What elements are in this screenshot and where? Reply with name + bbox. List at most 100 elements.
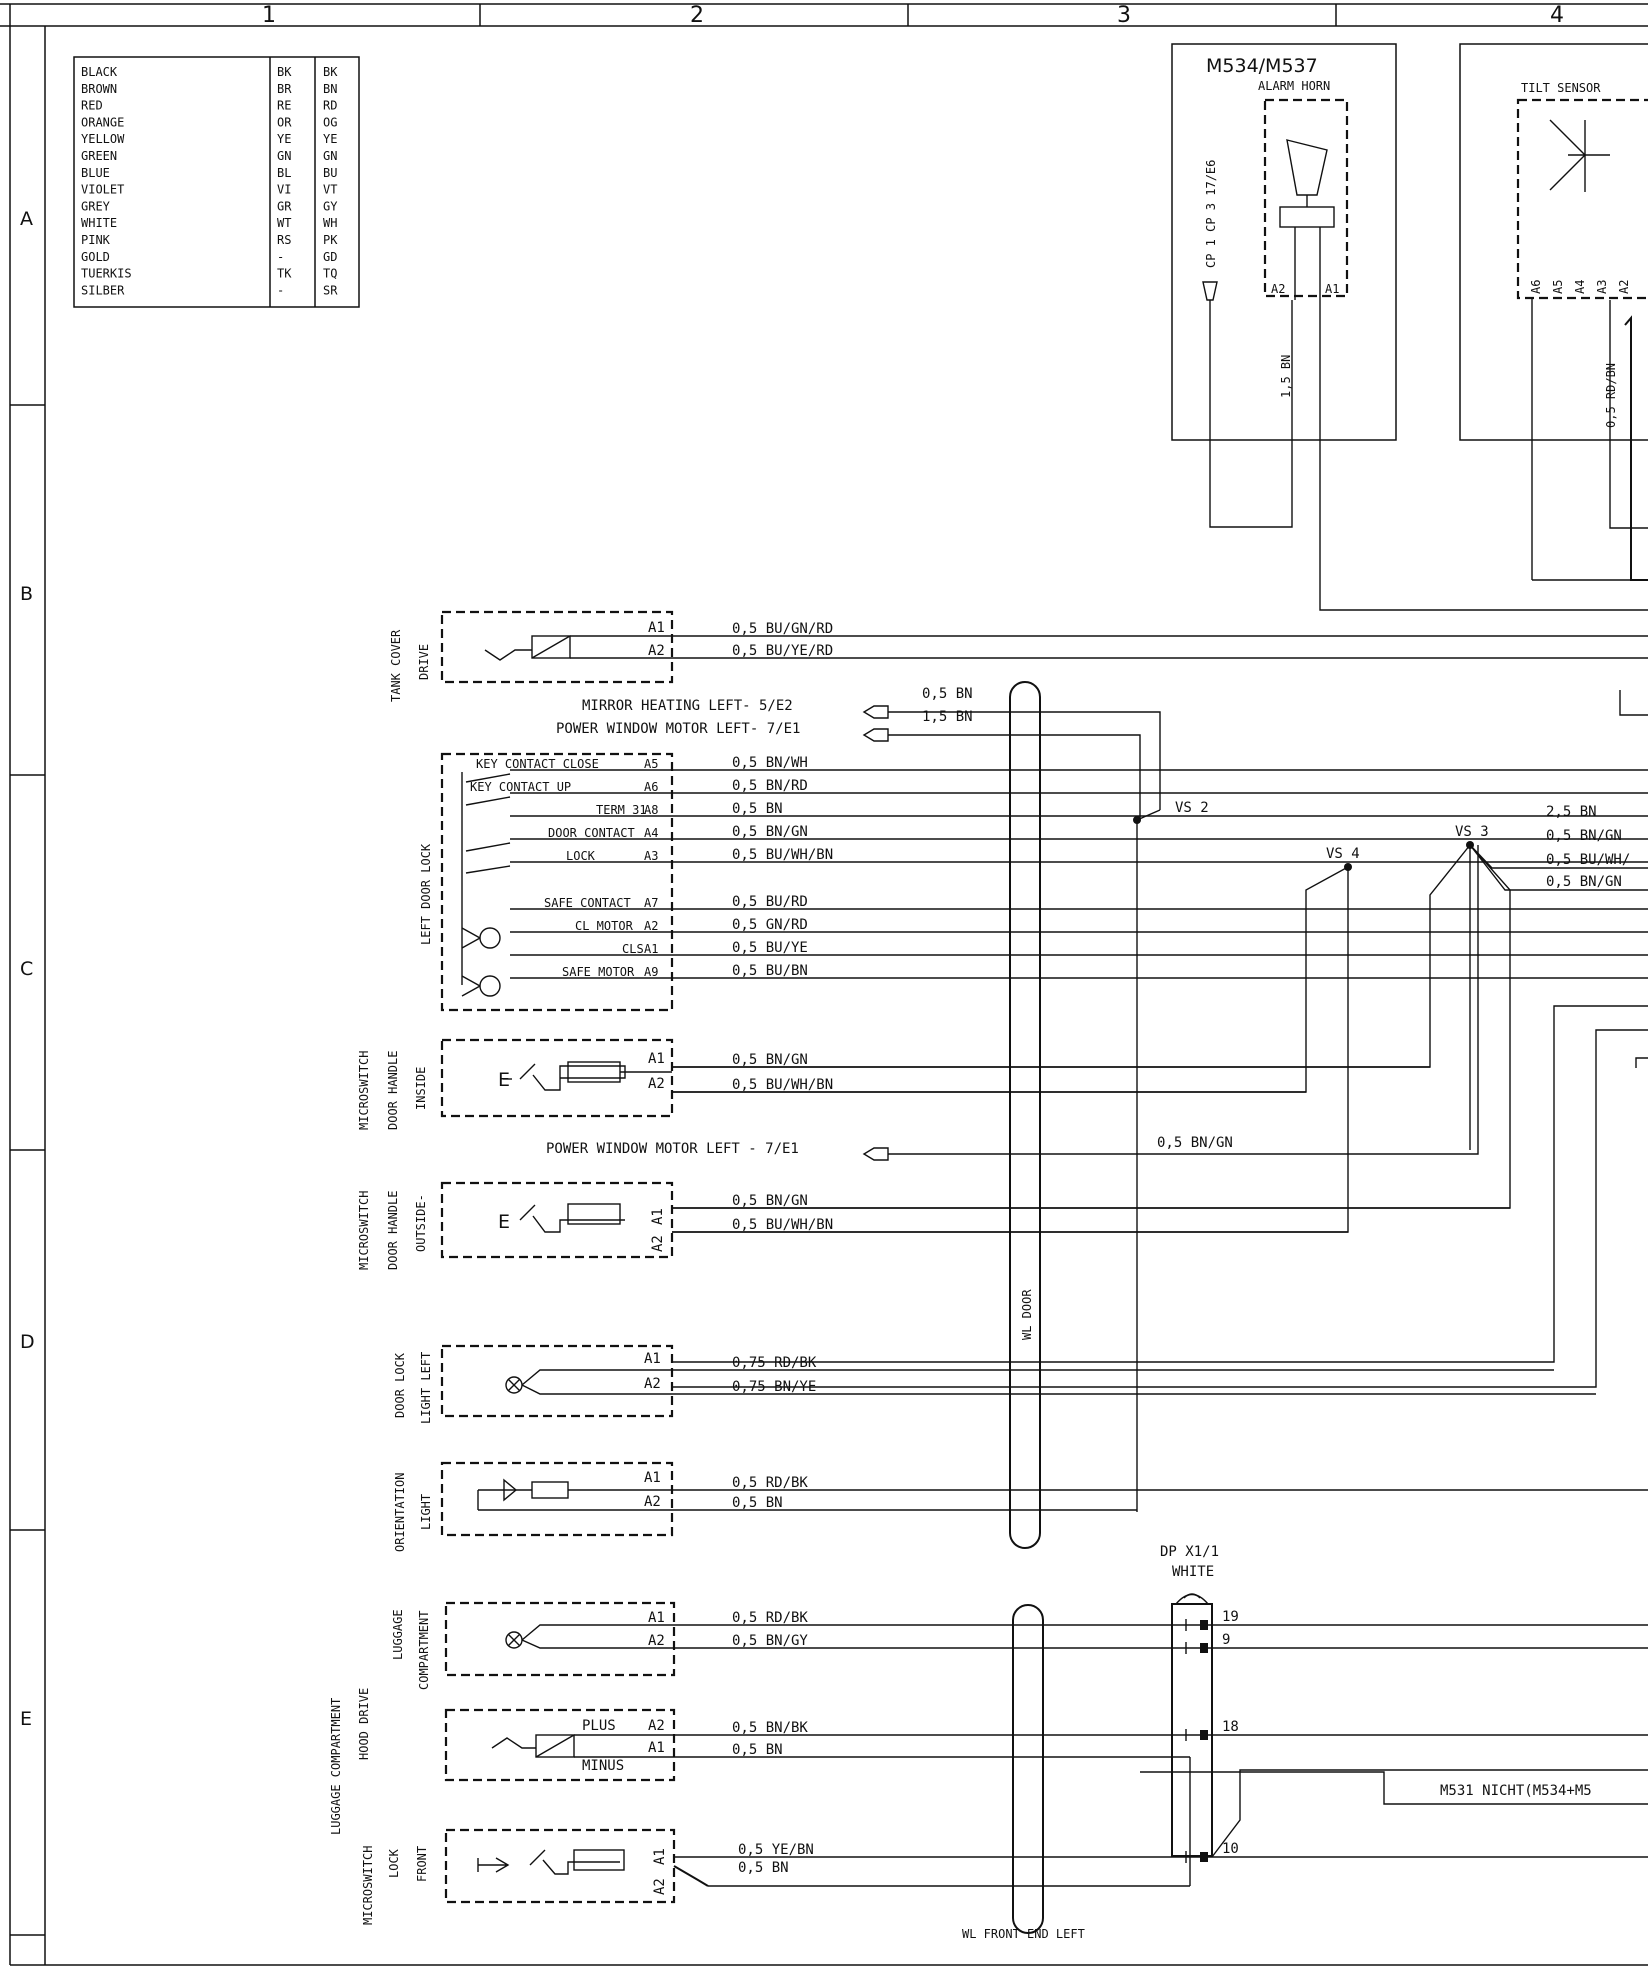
ms-outside-pin-a2: A2 — [650, 1235, 666, 1252]
doorlock-pin: A5 — [644, 757, 658, 771]
grid-col-4: 4 — [1550, 3, 1564, 28]
ms-inside-label-3: INSIDE — [414, 1067, 428, 1110]
luggage-wire-label: 0,5 BN/GY — [732, 1633, 808, 1649]
hood-wire-label: 0,5 BN/BK — [732, 1720, 808, 1736]
splice-vs3-label: VS 3 — [1455, 824, 1489, 840]
ms-front-pin-a2: A2 — [652, 1878, 668, 1895]
legend-code-de: YE — [277, 132, 291, 146]
ms-inside-label-1: MICROSWITCH — [357, 1051, 371, 1130]
hood-pin-a1: A1 — [648, 1740, 665, 1756]
dp-pin-contact — [1185, 1729, 1212, 1741]
legend-code-de: RS — [277, 233, 291, 247]
legend-code-de: GR — [277, 199, 292, 213]
left-door-lock-box — [440, 752, 674, 1012]
doorlock-contact-label: TERM 31 — [596, 803, 647, 817]
doorlock-pin: A7 — [644, 896, 658, 910]
front-harness-bundle — [1012, 1604, 1044, 1934]
doorlock-contact-label: KEY CONTACT CLOSE — [476, 757, 599, 771]
alarm-horn-box — [1171, 43, 1397, 460]
legend-code-en: GY — [323, 199, 338, 213]
tilt-pin-a5: A5 — [1551, 280, 1565, 294]
dp-pin-number: 9 — [1222, 1632, 1230, 1648]
ms-front-label-1: MICROSWITCH — [361, 1846, 375, 1925]
harness-wire-label: 0,5 BN/GN — [732, 1052, 808, 1068]
dp-x1-connector — [1171, 1593, 1213, 1857]
tilt-title: TILT SENSOR — [1521, 81, 1601, 95]
vs3-wire-2: 0,5 BN/GN — [1546, 828, 1622, 844]
vs3-wire-1: 2,5 BN — [1546, 804, 1597, 820]
luggage-label-2: COMPARTMENT — [417, 1611, 431, 1690]
tank-label-1: TANK COVER — [389, 629, 403, 702]
dp-color: WHITE — [1172, 1564, 1214, 1580]
legend-code-en: GN — [323, 149, 337, 163]
ms-front-wire-label: 0,5 YE/BN — [738, 1842, 814, 1858]
color-legend — [73, 56, 360, 308]
doorlock-label: LEFT DOOR LOCK — [419, 843, 433, 945]
door-light-box — [440, 1344, 674, 1418]
luggage-light-box — [444, 1601, 676, 1677]
ms-outside-label-2: DOOR HANDLE — [386, 1191, 400, 1270]
ms-front-wire-label: 0,5 BN — [738, 1860, 789, 1876]
legend-code-de: - — [277, 283, 284, 297]
legend-code-en: VT — [323, 183, 337, 197]
dp-pin-block — [1200, 1852, 1208, 1862]
legend-code-en: PK — [323, 233, 338, 247]
doorlock-wire-label: 0,5 BN/WH — [732, 755, 808, 771]
mirror-heating-wire: 0,5 BN — [922, 686, 973, 702]
dp-pin-block — [1200, 1730, 1208, 1740]
dp-pin-block — [1200, 1620, 1208, 1630]
doorlock-contact-label: DOOR CONTACT — [548, 826, 635, 840]
doorlock-pin: A4 — [644, 826, 658, 840]
harness-wire-label: 0,5 BN/GN — [732, 1193, 808, 1209]
ms-inside-e-mark: E — [498, 1069, 510, 1091]
legend-code-en: BU — [323, 166, 337, 180]
grid-col-2: 2 — [690, 3, 704, 28]
doorlock-wire-label: 0,5 BU/RD — [732, 894, 808, 910]
doorlock-contact-label: CL MOTOR — [575, 919, 634, 933]
doorlock-pin: A8 — [644, 803, 658, 817]
tank-pin-a2: A2 — [648, 643, 665, 659]
doorlock-pin: A1 — [644, 942, 658, 956]
orient-pin-a2: A2 — [644, 1494, 661, 1510]
luggage-pin-a2: A2 — [648, 1633, 665, 1649]
hood-drive-box — [444, 1708, 676, 1782]
ms-inside-pin-a1: A1 — [648, 1051, 665, 1067]
horn-pin-a2: A2 — [1271, 282, 1285, 296]
splice-vs2-label: VS 2 — [1175, 800, 1209, 816]
horn-wire-label: 1,5 BN — [1279, 355, 1293, 398]
doorlock-wire-label: 0,5 BU/WH/BN — [732, 847, 833, 863]
doorlock-wire-label: 0,5 BN/RD — [732, 778, 808, 794]
dp-pin-number: 10 — [1222, 1841, 1239, 1857]
wire-labels: 0,5 BU/GN/RD0,5 BU/YE/RD0,5 BN/GN0,5 BU/… — [672, 621, 1648, 1876]
harness-wire-label: 0,75 RD/BK — [732, 1355, 817, 1371]
doorlock-pin: A2 — [644, 919, 658, 933]
ms-inside-pin-a2: A2 — [648, 1076, 665, 1092]
vs3-wire-3: 0,5 BU/WH/ — [1546, 852, 1630, 868]
legend-color-name: GOLD — [81, 250, 110, 264]
drawing-frame — [0, 3, 1648, 1966]
legend-code-en: TQ — [323, 267, 337, 281]
grid-row-d: D — [20, 1331, 35, 1353]
m531-note: M531 NICHT(M534+M5 — [1440, 1783, 1592, 1799]
luggage-pin-a1: A1 — [648, 1610, 665, 1626]
legend-code-de: WT — [277, 216, 291, 230]
legend-code-de: TK — [277, 267, 292, 281]
ms-outside-box — [440, 1181, 674, 1259]
hood-group-label-1: LUGGAGE COMPARTMENT — [329, 1698, 343, 1835]
doorlock-wire-label: 0,5 GN/RD — [732, 917, 808, 933]
door-harness-bundle — [1009, 681, 1041, 1549]
ms-front-box — [444, 1828, 709, 1904]
legend-code-en: GD — [323, 250, 337, 264]
dp-pin-contact — [1185, 1619, 1212, 1631]
dp-pin-contact — [1185, 1642, 1212, 1654]
reference-arrows — [862, 705, 1479, 1161]
legend-color-name: BLUE — [81, 166, 110, 180]
legend-color-name: GREY — [81, 199, 111, 213]
horn-pin-a1: A1 — [1325, 282, 1339, 296]
legend-color-name: ORANGE — [81, 115, 124, 129]
orientation-light-box — [440, 1461, 674, 1537]
grid-col-1: 1 — [262, 3, 276, 28]
